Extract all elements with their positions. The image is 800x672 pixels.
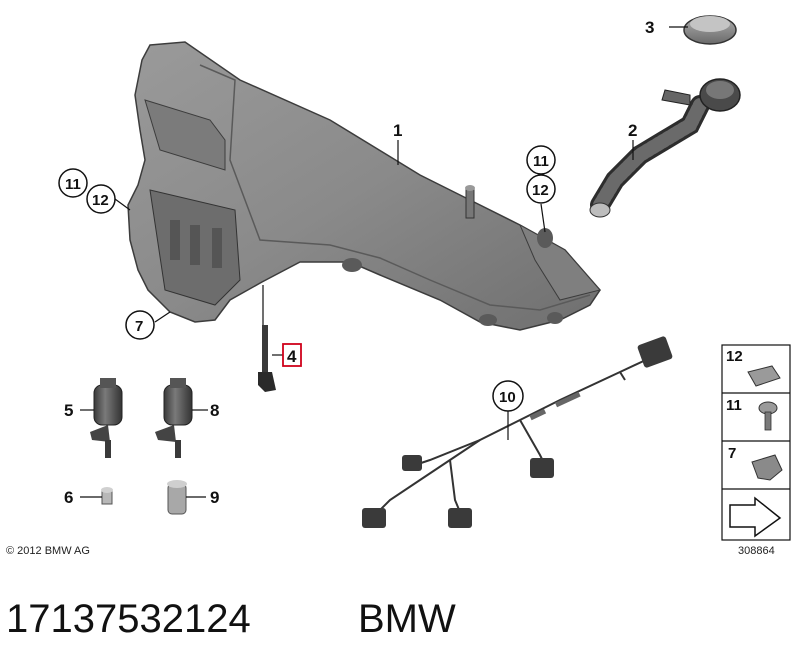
callout-5: 5 <box>64 401 73 420</box>
clip-icon <box>751 454 783 481</box>
callout-11-left-circle <box>58 168 88 198</box>
copyright-text: © 2012 BMW AG <box>6 545 90 557</box>
filler-cap <box>683 15 737 45</box>
callout-11-right: 11 <box>533 153 549 170</box>
caption-brand: BMW <box>358 597 456 641</box>
legend-item-clip-label: 7 <box>728 445 736 462</box>
callout-11-right-circle <box>526 145 556 175</box>
callout-12-left: 12 <box>92 192 109 209</box>
washer-pump-right <box>155 378 193 458</box>
caption-part-number: 17137532124 <box>6 597 251 641</box>
callout-8: 8 <box>210 401 219 420</box>
screw-icon <box>758 401 778 431</box>
callout-4-highlight <box>282 343 302 367</box>
small-parts-legend: 12 11 7 <box>721 344 791 541</box>
wiring-harness <box>362 336 673 528</box>
washer-pump-left <box>90 378 123 458</box>
callout-7-circle <box>125 310 155 340</box>
callout-12-left-circle <box>86 184 116 214</box>
diagram-number: 308864 <box>738 545 775 557</box>
grommet-left <box>101 487 113 505</box>
grommet-right <box>167 480 187 515</box>
callout-12-right: 12 <box>532 182 549 199</box>
callout-10: 10 <box>499 389 516 406</box>
callout-9: 9 <box>210 488 219 507</box>
legend-item-screw-label: 11 <box>726 397 742 414</box>
callout-6: 6 <box>64 488 73 507</box>
filler-pipe <box>589 78 741 218</box>
leader-lines <box>80 26 688 498</box>
callout-1: 1 <box>393 121 402 140</box>
arrow-icon <box>729 496 782 538</box>
callout-11-left: 11 <box>65 176 81 193</box>
callout-10-circle <box>492 380 524 412</box>
callout-2: 2 <box>628 121 637 140</box>
callout-7: 7 <box>135 318 143 335</box>
nut-icon <box>747 365 781 387</box>
callout-12-right-circle <box>526 174 556 204</box>
legend-item-nut-label: 12 <box>726 348 743 365</box>
level-sensor <box>258 325 276 392</box>
washer-reservoir <box>127 41 601 331</box>
callout-3: 3 <box>645 18 654 37</box>
callout-4: 4 <box>287 347 297 366</box>
